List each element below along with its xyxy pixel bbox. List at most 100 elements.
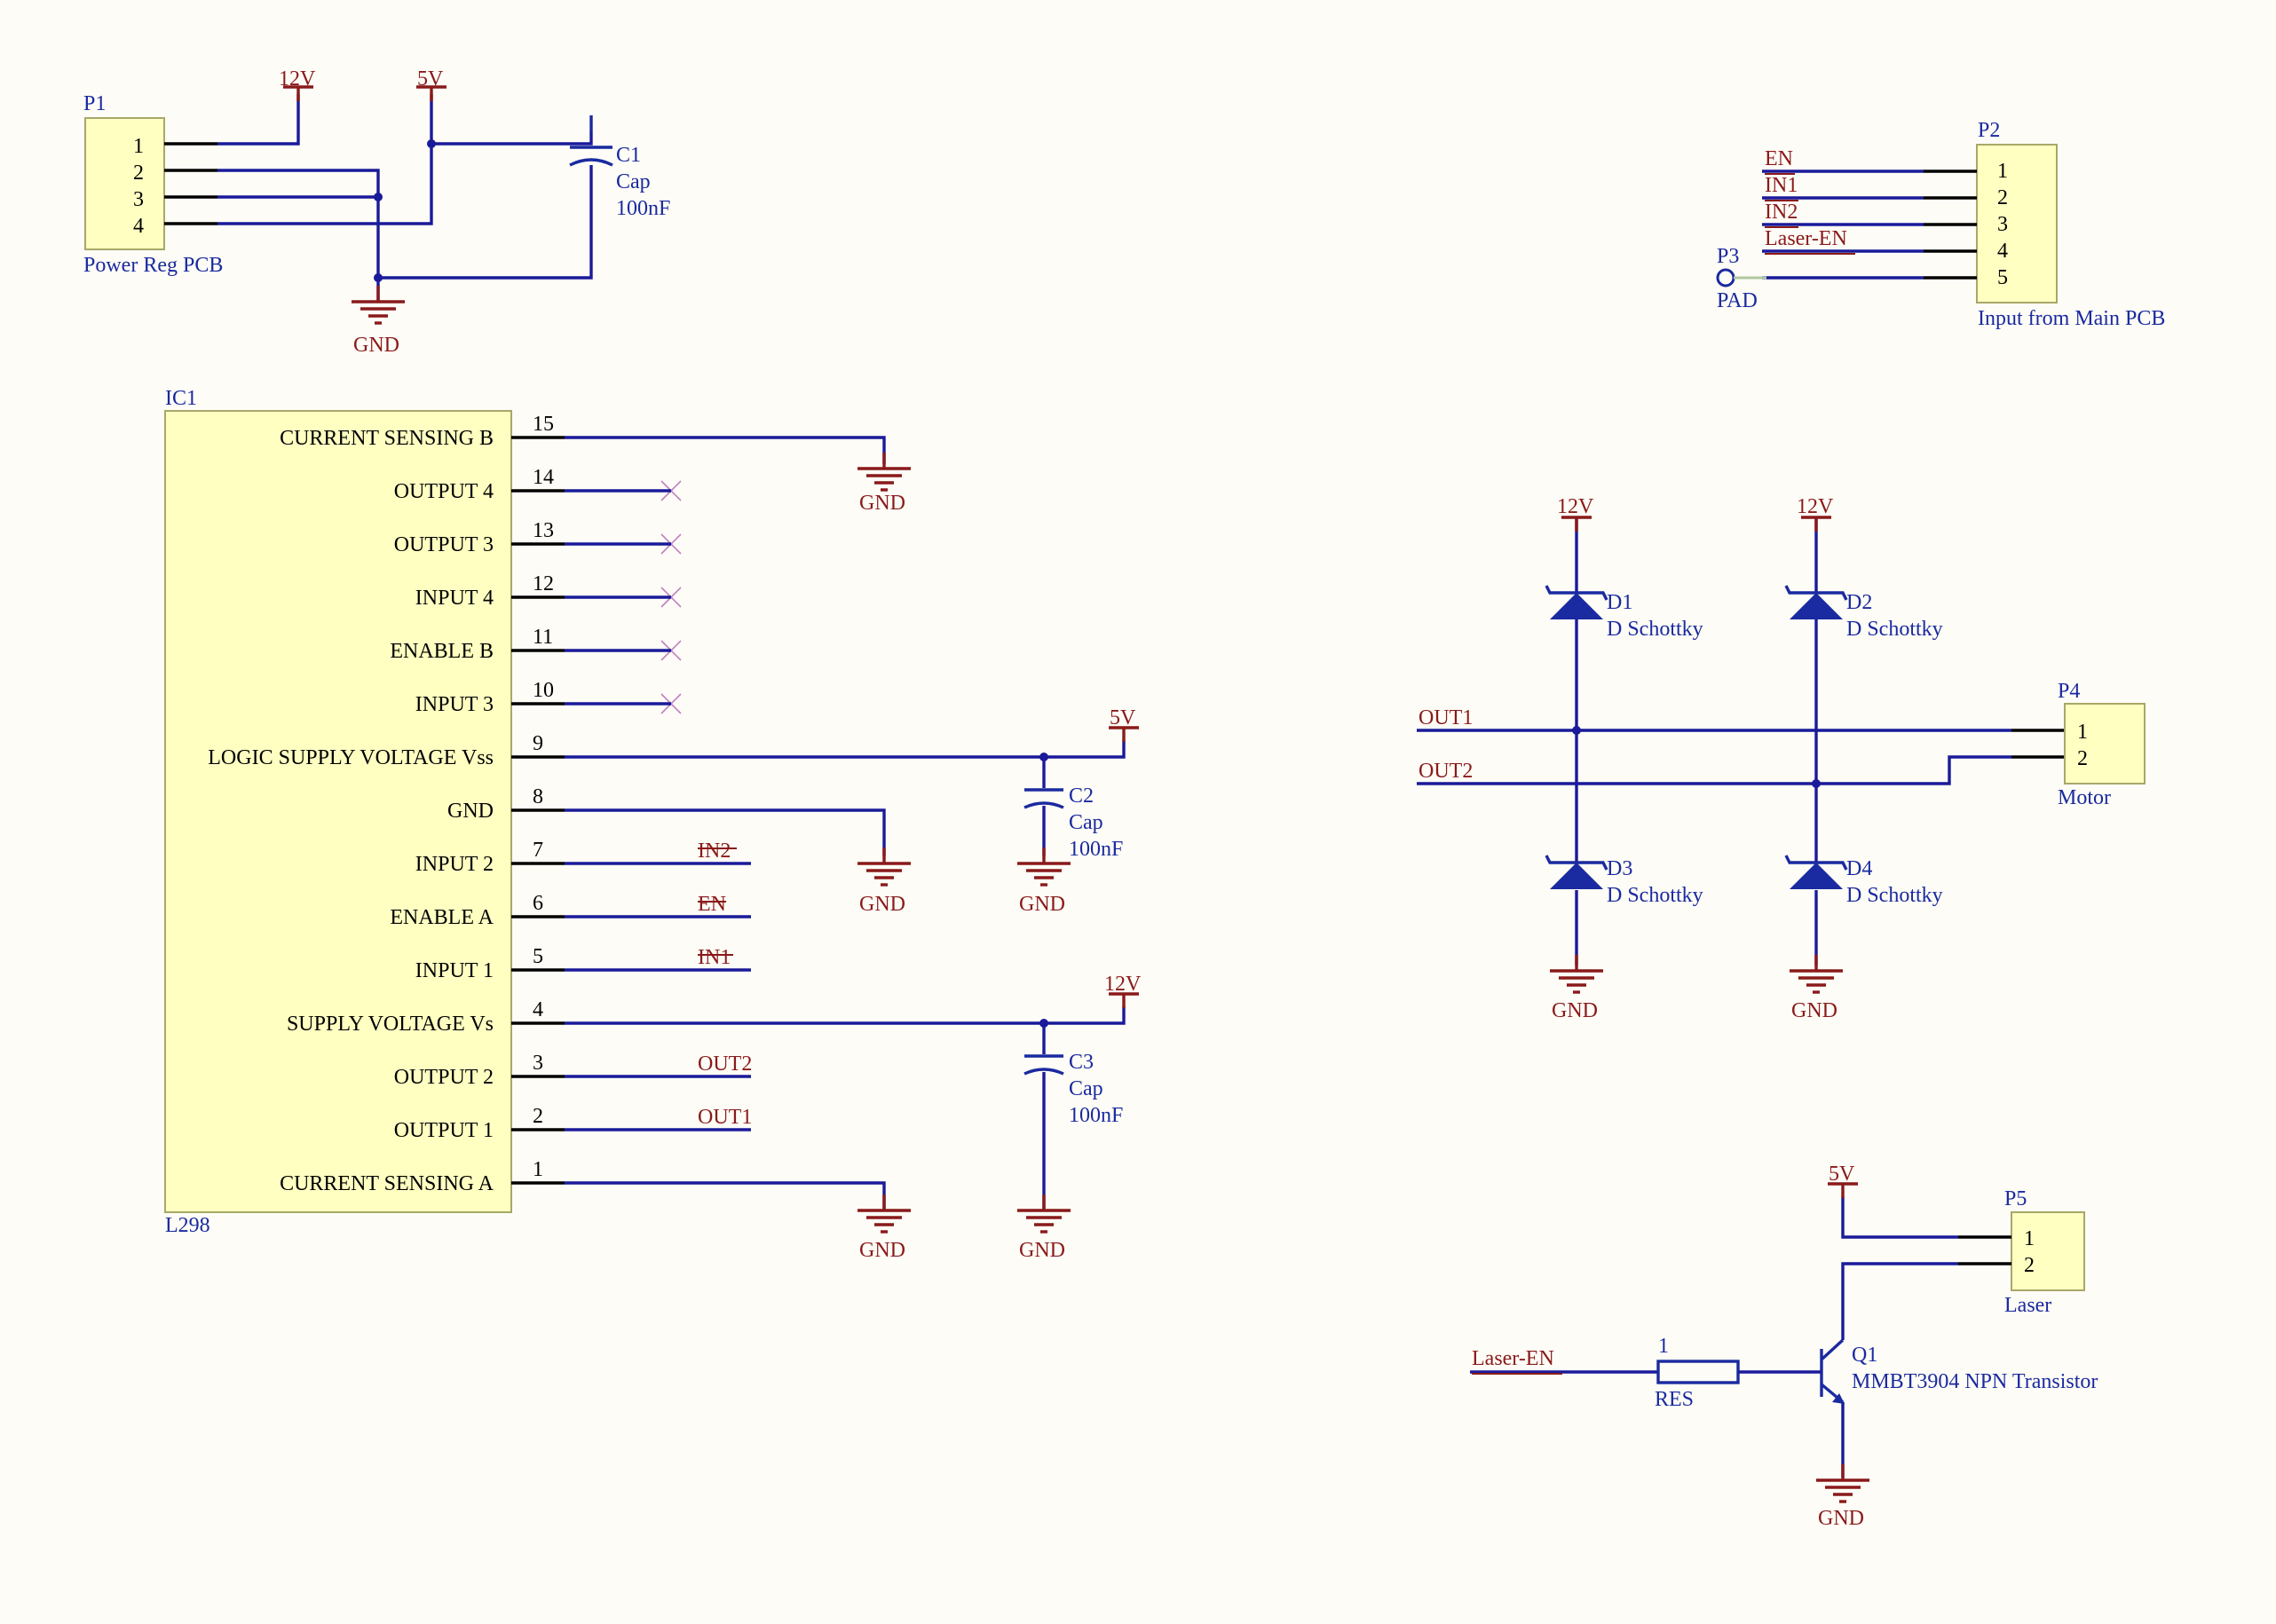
wire-gnd-p1: [217, 169, 380, 278]
p1-pin-2: 2: [133, 162, 144, 185]
q1-transistor[interactable]: [1820, 1338, 1845, 1404]
p2-pin-5: 5: [1997, 266, 2008, 289]
c3-capacitor[interactable]: [1023, 1054, 1064, 1076]
p2-ref: P2: [1978, 119, 2000, 142]
ic1-pin-name: SUPPLY VOLTAGE Vs: [287, 1013, 494, 1036]
p4-pin-1: 1: [2077, 721, 2088, 744]
d1-12v-label: 12V: [1557, 495, 1594, 518]
p3-ref: P3: [1717, 245, 1739, 268]
ic1-pin-name: INPUT 3: [415, 693, 494, 716]
ic1-pin-name: OUTPUT 2: [394, 1066, 494, 1089]
net-in2: IN2: [698, 840, 731, 863]
ic1-pin-name: LOGIC SUPPLY VOLTAGE Vss: [208, 746, 494, 769]
c2-capacitor[interactable]: [1023, 788, 1064, 809]
p5-connector[interactable]: [2011, 1211, 2085, 1291]
ic1-pin-name: OUTPUT 1: [394, 1119, 494, 1142]
p1-pin-1: 1: [133, 135, 144, 158]
p1-12v-label: 12V: [279, 67, 316, 91]
ic1-pin-number: 15: [533, 413, 554, 436]
p1-gnd-label: GND: [353, 334, 399, 357]
gnd-c2-label: GND: [1019, 893, 1065, 916]
r1-type: RES: [1655, 1388, 1694, 1411]
p1-5v-label: 5V: [417, 67, 444, 91]
p5-pin-1: 1: [2024, 1227, 2035, 1250]
p4-connector[interactable]: [2064, 703, 2146, 784]
bridge-net-out2: OUT2: [1419, 760, 1473, 783]
r1-ref: 1: [1658, 1335, 1669, 1358]
ic1-pin-name: ENABLE A: [390, 906, 494, 929]
gnd-csa-label: GND: [859, 1239, 905, 1262]
ic1-part: L298: [165, 1214, 210, 1237]
p4-name: Motor: [2058, 786, 2111, 809]
p1-block: P1 Power Reg PCB 1 2 3 4 C1 Cap 100nF 12…: [83, 67, 670, 357]
c3-type: Cap: [1069, 1077, 1103, 1100]
ic1-pin-name: CURRENT SENSING A: [280, 1172, 494, 1195]
p2-name: Input from Main PCB: [1978, 307, 2165, 330]
net-in1: IN1: [698, 946, 731, 969]
net-out2: OUT2: [698, 1052, 752, 1076]
p4-ref: P4: [2058, 680, 2080, 703]
vss-5v-label: 5V: [1110, 706, 1136, 729]
r1-resistor[interactable]: [1656, 1360, 1740, 1384]
ic1-pin-name: ENABLE B: [390, 640, 494, 663]
ic1-pin-number: 7: [533, 839, 543, 862]
wire-5v-p1: [217, 94, 433, 225]
p2-pin-2: 2: [1997, 186, 2008, 209]
p3-name: PAD: [1717, 289, 1758, 312]
p4-pin-2: 2: [2077, 747, 2088, 770]
p2-connector[interactable]: [1976, 144, 2058, 304]
p2-net-en: EN: [1765, 147, 1793, 170]
d3-ref: D3: [1607, 857, 1632, 880]
p5-name: Laser: [2004, 1294, 2051, 1317]
ic1-body[interactable]: [164, 410, 512, 1213]
p2-net-in2: IN2: [1765, 201, 1798, 224]
c1-capacitor[interactable]: [569, 115, 613, 167]
net-en: EN: [698, 893, 726, 916]
p2-pin-4: 4: [1997, 240, 2008, 263]
c1-value: 100nF: [616, 197, 670, 220]
ic1-pin-number: 6: [533, 892, 543, 915]
laser-driver: P5 Laser 1 2 5V Q1 MMBT3904 NPN Transist…: [1470, 1163, 2098, 1530]
d1-type: D Schottky: [1607, 618, 1703, 641]
p1-pin-4: 4: [133, 215, 144, 238]
c2-value: 100nF: [1069, 838, 1123, 861]
d2-type: D Schottky: [1846, 618, 1943, 641]
d2-ref: D2: [1846, 591, 1872, 614]
q1-type: MMBT3904 NPN Transistor: [1852, 1370, 2098, 1393]
p1-connector[interactable]: [84, 117, 165, 250]
p1-name: Power Reg PCB: [83, 254, 223, 277]
diode-bridge: D1 D Schottky D2 D Schottky D3 D Schottk…: [1417, 495, 2146, 1022]
ic1-pin-number: 12: [533, 572, 554, 595]
ic1-pin-number: 3: [533, 1052, 543, 1075]
gnd-csb-label: GND: [859, 492, 905, 515]
ic1-pin-number: 5: [533, 945, 543, 968]
c2-type: Cap: [1069, 811, 1103, 834]
ic1-pin-number: 4: [533, 998, 543, 1021]
ic1-pin-name: OUTPUT 4: [394, 480, 494, 503]
p2-net-in1: IN1: [1765, 174, 1798, 197]
laser-en-net: Laser-EN: [1472, 1347, 1554, 1370]
ic1-pin-number: 2: [533, 1105, 543, 1128]
p1-ref: P1: [83, 92, 106, 115]
d4-type: D Schottky: [1846, 884, 1943, 907]
p3-pad[interactable]: [1716, 268, 1735, 288]
p5-5v-label: 5V: [1829, 1163, 1855, 1186]
d2-12v-label: 12V: [1797, 495, 1834, 518]
ic1-pin-name: INPUT 4: [415, 587, 494, 610]
q1-ref: Q1: [1852, 1344, 1877, 1367]
c3-ref: C3: [1069, 1051, 1094, 1074]
ic1-pin-number: 9: [533, 732, 543, 755]
ic1-pin-number: 11: [533, 626, 553, 649]
ic1-pin-number: 1: [533, 1158, 543, 1181]
p2-block: P2 Input from Main PCB 1 2 3 4 5 EN IN1 …: [1716, 119, 2165, 330]
p1-pin-3: 3: [133, 188, 144, 211]
p2-pin-1: 1: [1997, 160, 2008, 183]
gnd-pin8-label: GND: [859, 893, 905, 916]
d3-type: D Schottky: [1607, 884, 1703, 907]
p2-pin-3: 3: [1997, 213, 2008, 236]
p2-net-laser-en: Laser-EN: [1765, 227, 1847, 250]
vs-12v-label: 12V: [1104, 973, 1142, 996]
bridge-net-out1: OUT1: [1419, 706, 1473, 729]
ic1-pin-name: CURRENT SENSING B: [280, 427, 494, 450]
